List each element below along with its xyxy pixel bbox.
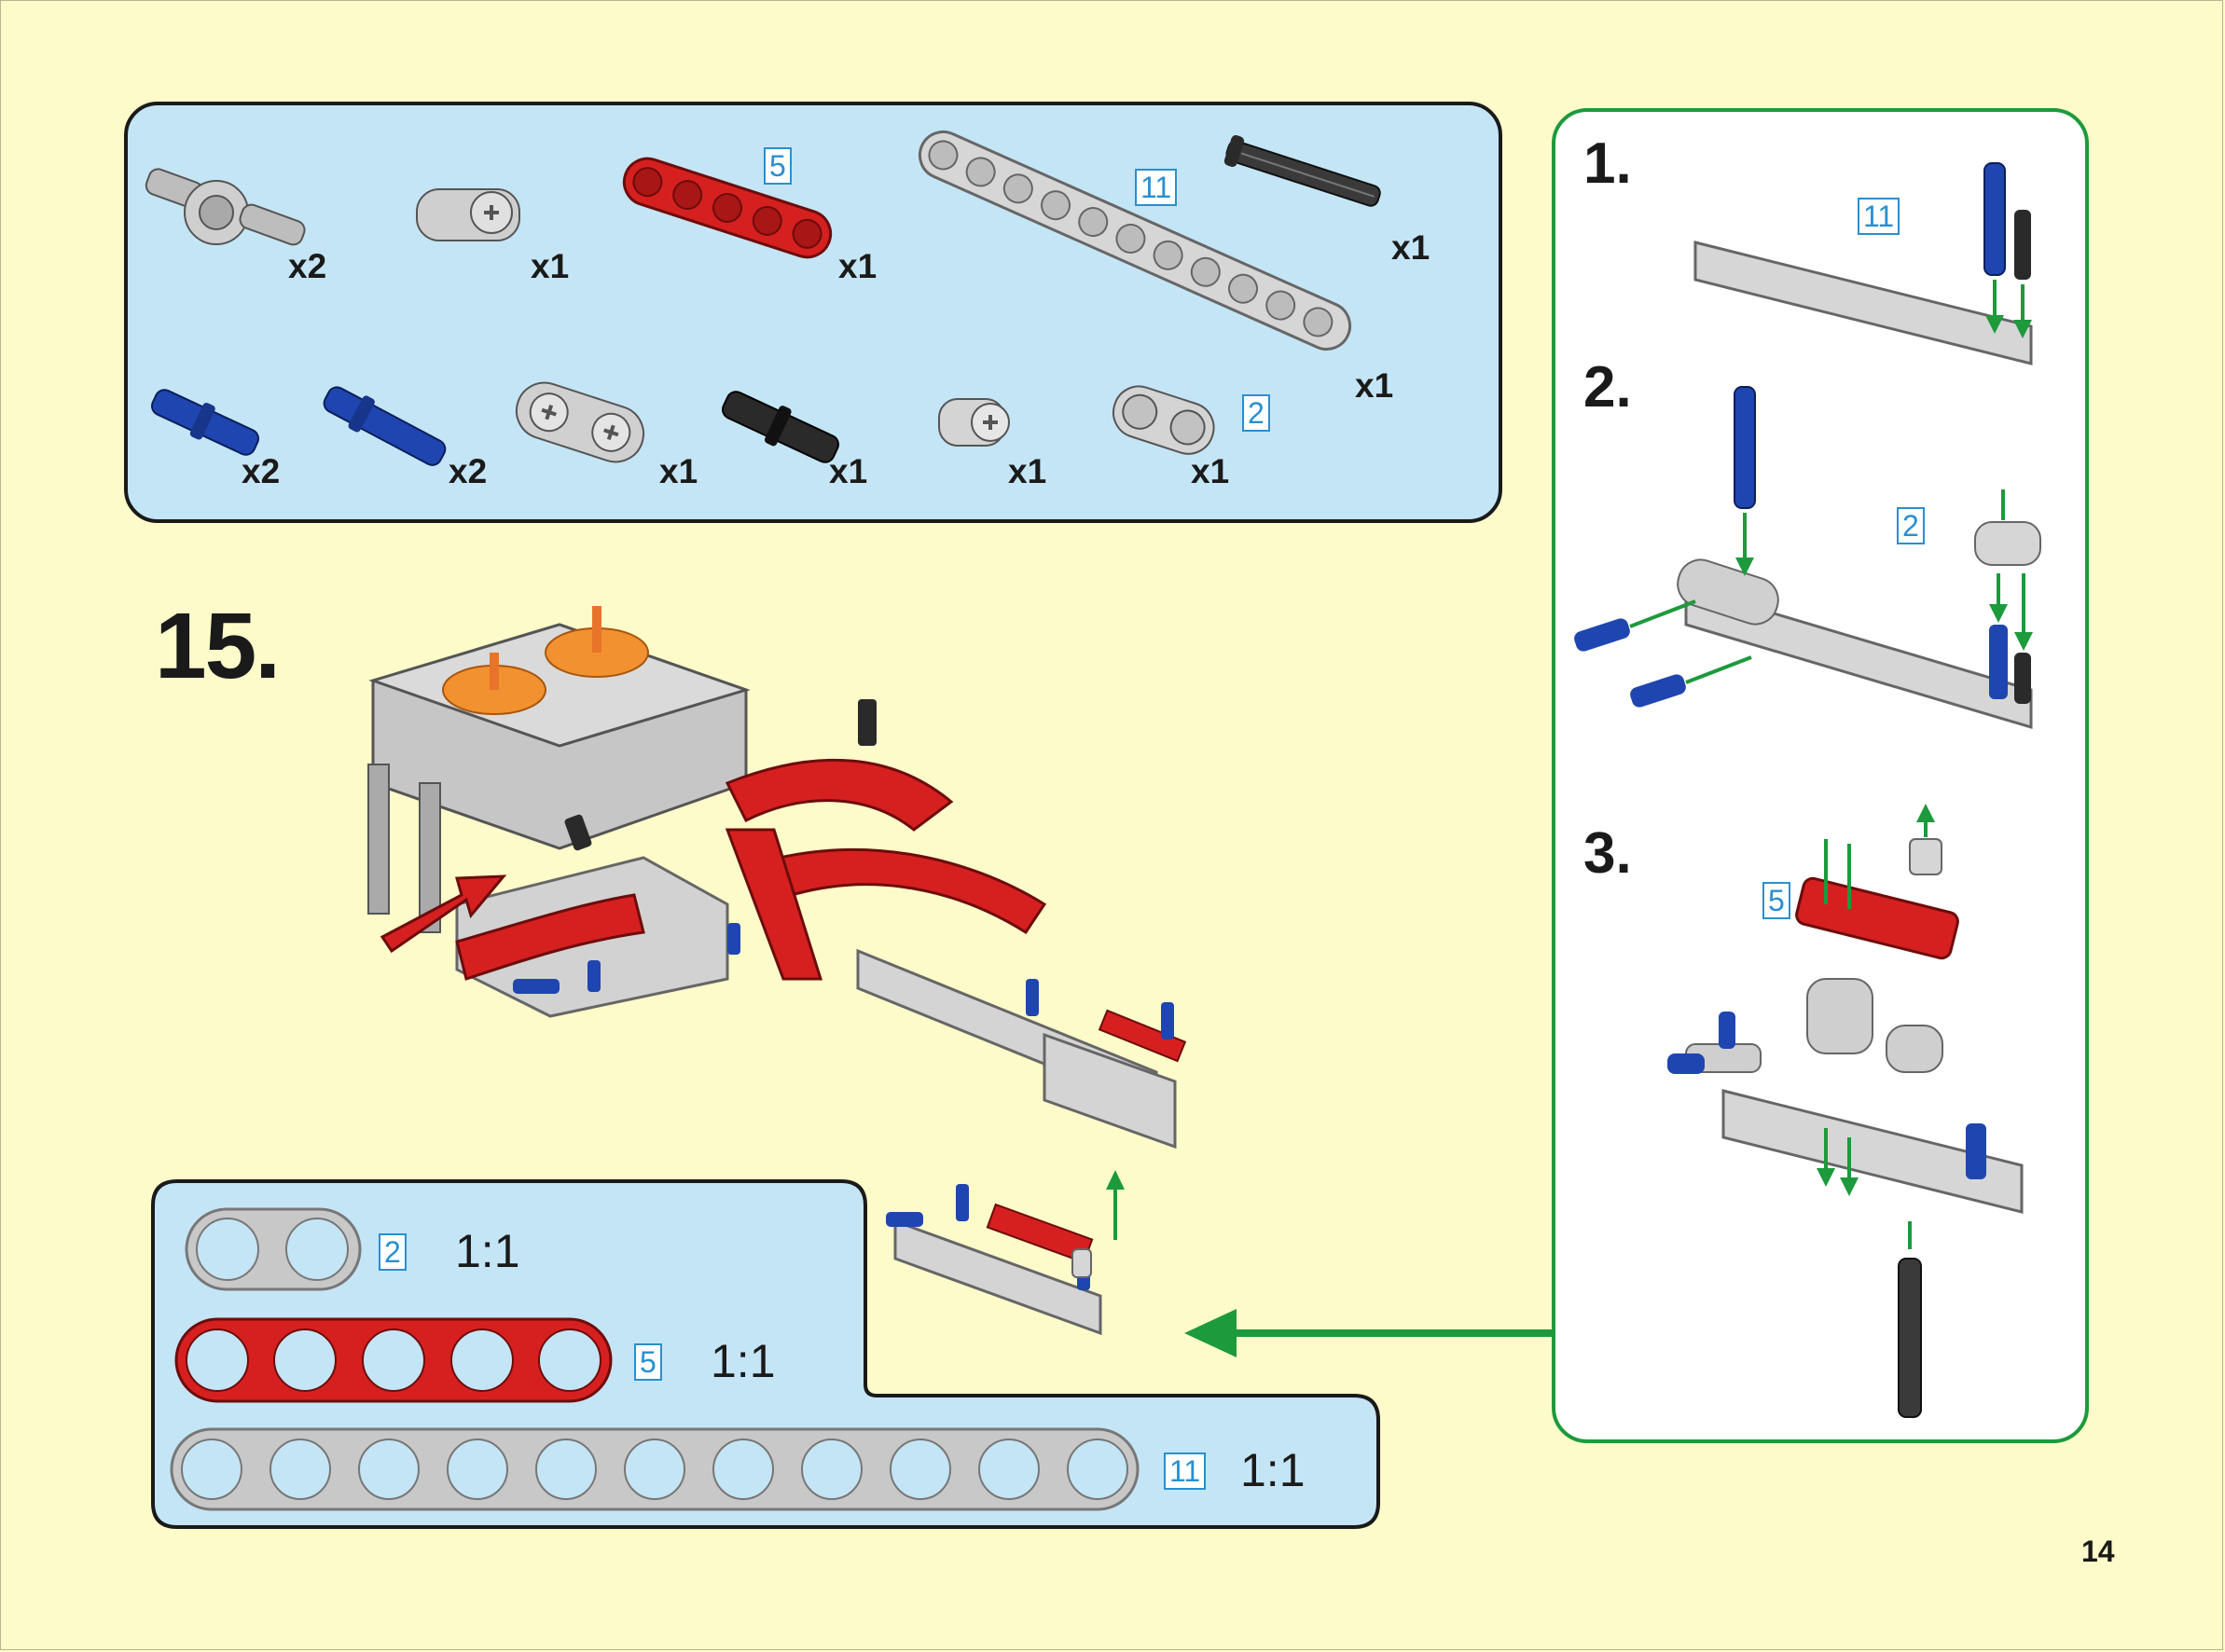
main-assembly-illustration (367, 606, 1187, 1150)
substeps-panel: 1. 2. 3. 11 2 (1552, 108, 2089, 1443)
blue-axle-pin-icon (150, 389, 260, 456)
axle-pin-cross-hole-icon (145, 168, 306, 246)
size-badge-2: 2 (1242, 394, 1270, 432)
substep-3-size-badge: 5 (1762, 882, 1790, 919)
beam-2-icon (1112, 385, 1215, 455)
qty-bush: x1 (1008, 452, 1047, 490)
qty-blue-axle-pin: x2 (242, 452, 281, 490)
substep-1-label: 1. (1583, 131, 1632, 196)
cross-block-icon (515, 381, 645, 463)
scale-size-badge-2: 2 (379, 1233, 407, 1271)
qty-axle-pin: x2 (288, 247, 327, 285)
substep-3-illustration (1667, 804, 2024, 1418)
substep-3-label: 3. (1583, 821, 1632, 886)
black-pin-icon (722, 391, 839, 463)
beam-scale-panel: 2 1:1 5 1:1 11 1:1 (151, 1179, 1382, 1529)
substep-1-size-badge: 11 (1858, 198, 1900, 235)
scale-ratio-5: 1:1 (711, 1335, 776, 1387)
black-axle-icon (1223, 134, 1381, 207)
scale-size-badge-11: 11 (1164, 1452, 1207, 1490)
parts-list-panel: x2 x1 5 x1 11 x1 (124, 102, 1502, 523)
qty-beam-2: x1 (1191, 452, 1230, 490)
pin-connector-icon (416, 188, 520, 241)
qty-black-pin: x1 (829, 452, 868, 490)
scale-size-badge-5: 5 (634, 1343, 662, 1381)
bush-icon (938, 398, 1010, 447)
beam-11-icon (918, 130, 1352, 351)
scale-ratio-2: 1:1 (455, 1225, 520, 1277)
size-badge-5: 5 (764, 147, 792, 185)
subassembly-illustration (886, 1170, 1125, 1336)
page-number: 14 (2081, 1535, 2115, 1568)
scale-beam-11 (170, 1427, 1140, 1511)
size-badge-11: 11 (1135, 169, 1178, 206)
qty-beam-5: x1 (838, 247, 878, 285)
green-pointer-arrow (1184, 1309, 1557, 1357)
qty-black-axle: x1 (1391, 228, 1430, 267)
substep-2-illustration (1574, 386, 2041, 730)
step-number: 15. (155, 594, 281, 698)
substep-1-illustration (1693, 162, 2033, 365)
blue-long-pin-icon (323, 386, 447, 466)
qty-beam-11: x1 (1355, 366, 1394, 405)
qty-blue-long-pin: x2 (449, 452, 488, 490)
qty-connector: x1 (531, 247, 570, 285)
scale-ratio-11: 1:1 (1240, 1444, 1306, 1496)
beam-5-red-icon (622, 157, 833, 259)
substep-2-size-badge: 2 (1897, 507, 1925, 544)
scale-beam-2 (185, 1207, 362, 1291)
qty-cross-block: x1 (659, 452, 698, 490)
substep-2-label: 2. (1583, 355, 1632, 420)
scale-beam-5 (174, 1317, 613, 1403)
